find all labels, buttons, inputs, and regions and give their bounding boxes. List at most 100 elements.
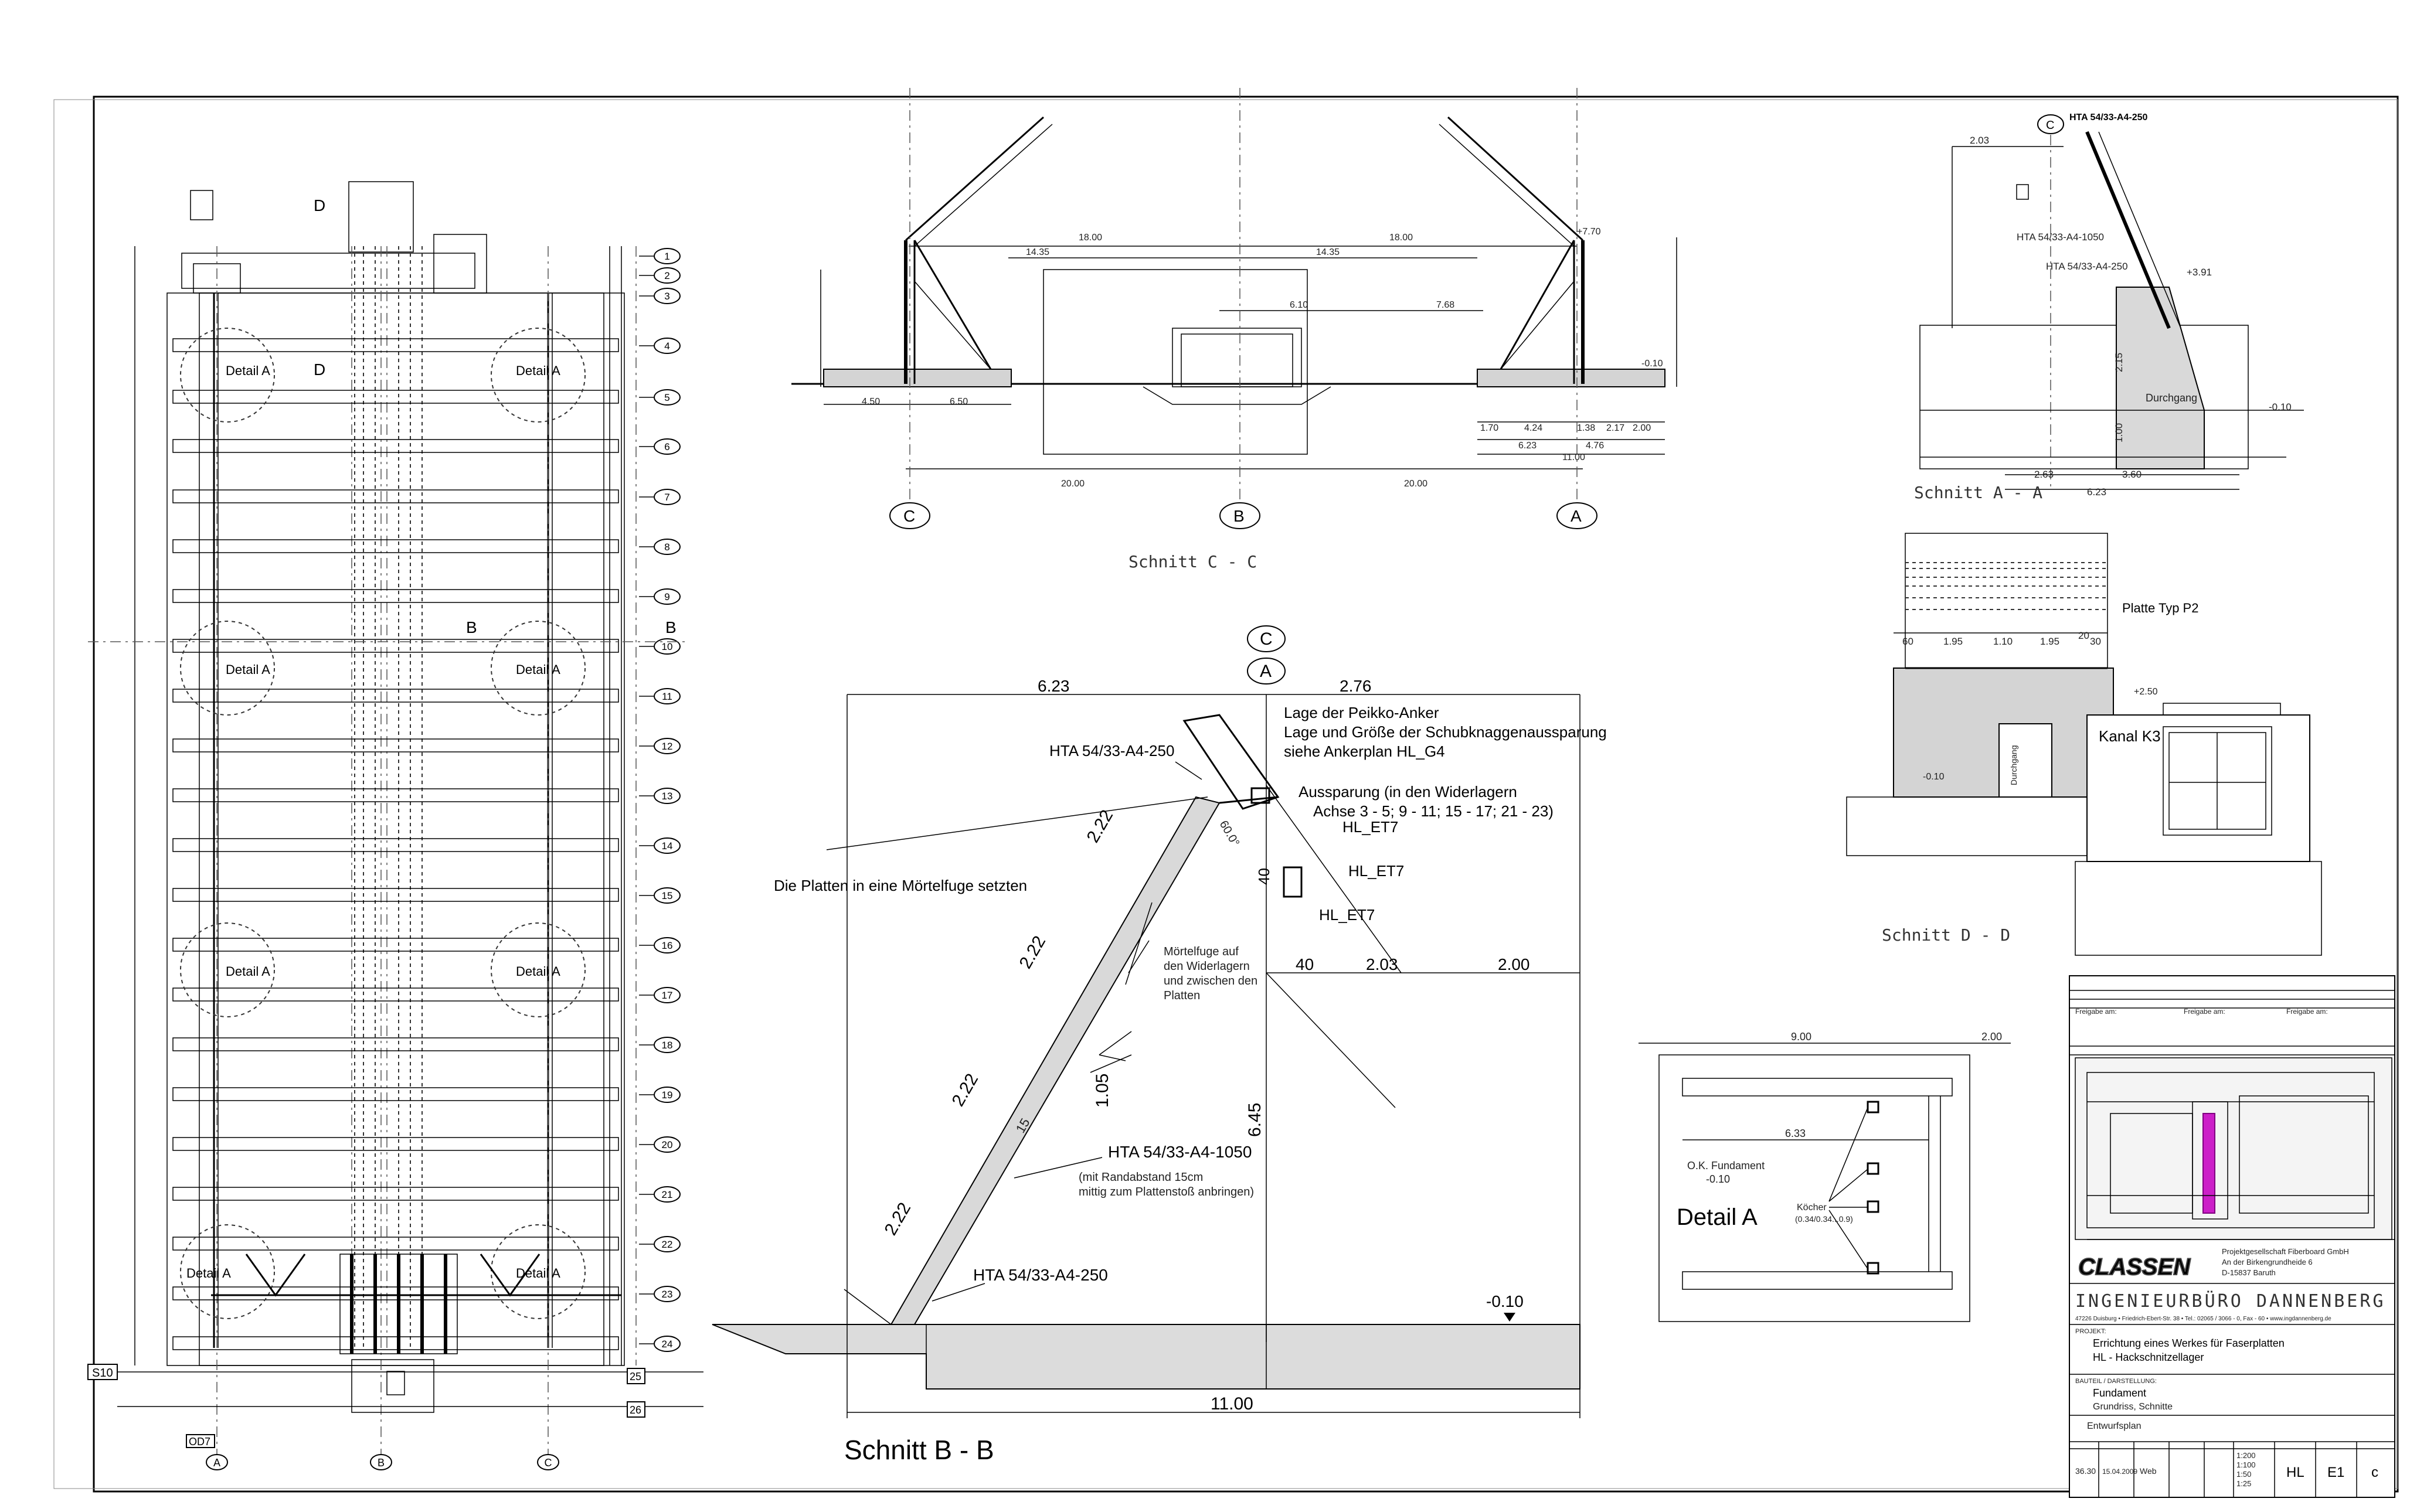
hta-mid-note-1: (mit Randabstand 15cm bbox=[1079, 1171, 1203, 1184]
dim-203-label: 2.03 bbox=[1366, 955, 1398, 973]
section-b-label: B bbox=[665, 618, 677, 636]
schnitt-aa-title: Schnitt A - A bbox=[1914, 483, 2042, 502]
aussparung-1: Aussparung (in den Widerlagern bbox=[1299, 783, 1517, 801]
hta-bot-label: HTA 54/33-A4-250 bbox=[973, 1266, 1108, 1284]
seg-label: 2.22 bbox=[948, 1070, 982, 1109]
schnitt-dd-title: Schnitt D - D bbox=[1882, 925, 2010, 945]
dimension-label: 4.50 bbox=[862, 397, 880, 407]
cross-member bbox=[172, 639, 619, 653]
hta-mid2-label: HTA 54/33-A4-250 bbox=[2046, 261, 2128, 272]
dimension-label: 2.15 bbox=[2113, 353, 2125, 372]
detail-a-title: Detail A bbox=[1677, 1204, 1758, 1230]
durchgang-label: Durchgang bbox=[2009, 745, 2018, 786]
axis-number-label: 15 bbox=[662, 890, 673, 901]
axis-number-label: 11 bbox=[662, 691, 672, 702]
dimension-label: 7.68 bbox=[1436, 300, 1454, 310]
moertel-note-3: und zwischen den bbox=[1164, 975, 1257, 987]
dimension-label: 2.00 bbox=[1633, 423, 1651, 433]
office-name: INGENIEURBÜRO DANNENBERG bbox=[2075, 1290, 2385, 1312]
dimension-label: 6.23 bbox=[1518, 441, 1537, 451]
axis-b-label: B bbox=[1233, 507, 1245, 525]
dimension-label: 20 bbox=[2078, 630, 2089, 641]
hta-mid-label: HTA 54/33-A4-1050 bbox=[2017, 231, 2104, 243]
dim-200-label: 2.00 bbox=[1498, 955, 1530, 973]
bearbeiter: Web bbox=[2140, 1466, 2157, 1476]
axis-marker bbox=[654, 887, 681, 904]
revision: c bbox=[2371, 1465, 2378, 1480]
cross-member bbox=[172, 1037, 619, 1051]
seg-label: 2.22 bbox=[1083, 806, 1117, 846]
office-address: 47226 Duisburg • Friedrich-Ebert-Str. 38… bbox=[2075, 1316, 2331, 1322]
axis-c-label: C bbox=[2046, 119, 2054, 132]
axis-number-label: 2 bbox=[664, 270, 669, 281]
dim-105-label: 1.05 bbox=[1093, 1074, 1112, 1108]
projekt-label: PROJEKT: bbox=[2075, 1328, 2106, 1335]
company-line: Projektgesellschaft Fiberboard GmbH bbox=[2222, 1247, 2349, 1256]
dimension-label: 2.63 bbox=[2034, 469, 2054, 480]
dim-40-label: 40 bbox=[1296, 955, 1314, 973]
bauteil-line: Fundament bbox=[2093, 1387, 2146, 1399]
hl-et7-label: HL_ET7 bbox=[1319, 906, 1375, 924]
dimension-label: 11.00 bbox=[1562, 452, 1585, 462]
cross-member bbox=[172, 689, 619, 703]
detail-a-label: Detail A bbox=[516, 1266, 560, 1281]
axis-marker bbox=[654, 1236, 681, 1252]
section-b-label: B bbox=[466, 618, 477, 636]
sheet-frame-inner bbox=[53, 99, 2398, 1489]
dimension-label: 14.35 bbox=[1316, 247, 1340, 257]
massstab: 1:200 bbox=[2236, 1451, 2256, 1460]
axis-marker bbox=[654, 1336, 681, 1352]
axis-number-label: 21 bbox=[662, 1189, 673, 1200]
axis-marker bbox=[654, 389, 681, 406]
dimension-label: 6.23 bbox=[2087, 486, 2106, 498]
cross-member bbox=[172, 1087, 619, 1101]
cross-member bbox=[172, 888, 619, 902]
platten-note: Die Platten in eine Mörtelfuge setzten bbox=[774, 877, 1027, 894]
dimension-label: 6.50 bbox=[950, 397, 968, 407]
projekt-nr: 36.30 bbox=[2075, 1466, 2096, 1476]
dimension-label: 1.95 bbox=[1943, 636, 1963, 647]
moertel-note-2: den Widerlagern bbox=[1164, 960, 1250, 973]
plan-bottom-trusses bbox=[211, 1254, 621, 1413]
axis-number-label: 7 bbox=[664, 492, 669, 503]
axis-number-label: 16 bbox=[662, 940, 673, 951]
bauteil-label: BAUTEIL / DARSTELLUNG: bbox=[2075, 1378, 2157, 1385]
dimension-label: 18.00 bbox=[1079, 233, 1102, 243]
datum: 15.04.2009 bbox=[2102, 1467, 2137, 1476]
axis-marker bbox=[206, 1454, 228, 1470]
detail-a-label: Detail A bbox=[226, 662, 270, 677]
schnitt-cc-title: Schnitt C - C bbox=[1128, 552, 1257, 571]
axis-marker bbox=[654, 1286, 681, 1302]
level-low-label: -0.10 bbox=[1923, 772, 1945, 782]
seg-label: 2.22 bbox=[881, 1199, 915, 1238]
massstab: 1:50 bbox=[2236, 1470, 2251, 1479]
cross-member bbox=[172, 338, 619, 352]
dimension-label: 20.00 bbox=[1404, 479, 1427, 489]
axis-number-label: 6 bbox=[664, 441, 669, 452]
dimension-label: 4.24 bbox=[1524, 423, 1542, 433]
cross-member bbox=[172, 589, 619, 603]
ok-fundament-label: O.K. Fundament bbox=[1687, 1160, 1765, 1172]
entwurf-label: Entwurfsplan bbox=[2087, 1421, 2142, 1431]
cross-member bbox=[172, 1237, 619, 1251]
freigabe-label: Freigabe am: bbox=[2075, 1007, 2117, 1016]
detail-a-label: Detail A bbox=[186, 1266, 231, 1281]
detail-a-label: Detail A bbox=[516, 964, 560, 979]
koecher-label: Köcher bbox=[1797, 1203, 1827, 1213]
axis-marker bbox=[654, 987, 681, 1003]
angle-label: 60.0° bbox=[1217, 819, 1242, 849]
section-d-label: D bbox=[314, 196, 325, 214]
dimension-label: 1.95 bbox=[2040, 636, 2059, 647]
dimension-label: -0.10 bbox=[2269, 401, 2292, 413]
classen-logo: CLASSEN bbox=[2078, 1254, 2191, 1280]
dim-623-label: 6.23 bbox=[1038, 677, 1070, 695]
dimension-label: 20.00 bbox=[1061, 479, 1085, 489]
hta-mid-label: HTA 54/33-A4-1050 bbox=[1108, 1143, 1252, 1161]
axis-number-label: 8 bbox=[664, 542, 669, 553]
axis-marker bbox=[370, 1454, 392, 1470]
cross-member bbox=[172, 1187, 619, 1201]
axis-number-label: 18 bbox=[662, 1040, 673, 1051]
axis-marker bbox=[654, 638, 681, 655]
od7-label: OD7 bbox=[189, 1436, 210, 1448]
freigabe-label: Freigabe am: bbox=[2184, 1007, 2225, 1016]
